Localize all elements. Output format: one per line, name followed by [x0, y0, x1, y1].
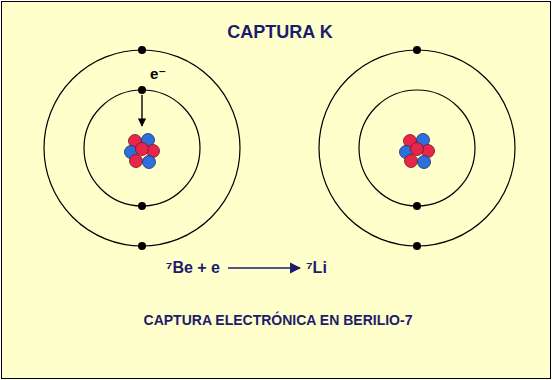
diagram-caption: CAPTURA ELECTRÓNICA EN BERILIO-7: [144, 312, 413, 328]
diagram-title: CAPTURA K: [227, 22, 332, 43]
beryllium-atom: [44, 46, 240, 250]
lithium-atom: [319, 46, 515, 250]
reaction-arrow: [228, 267, 300, 269]
electron-label: e⁻: [150, 65, 166, 82]
reactant-formula: ⁷Be + e: [166, 259, 220, 277]
product-formula: ⁷Li: [306, 259, 327, 277]
